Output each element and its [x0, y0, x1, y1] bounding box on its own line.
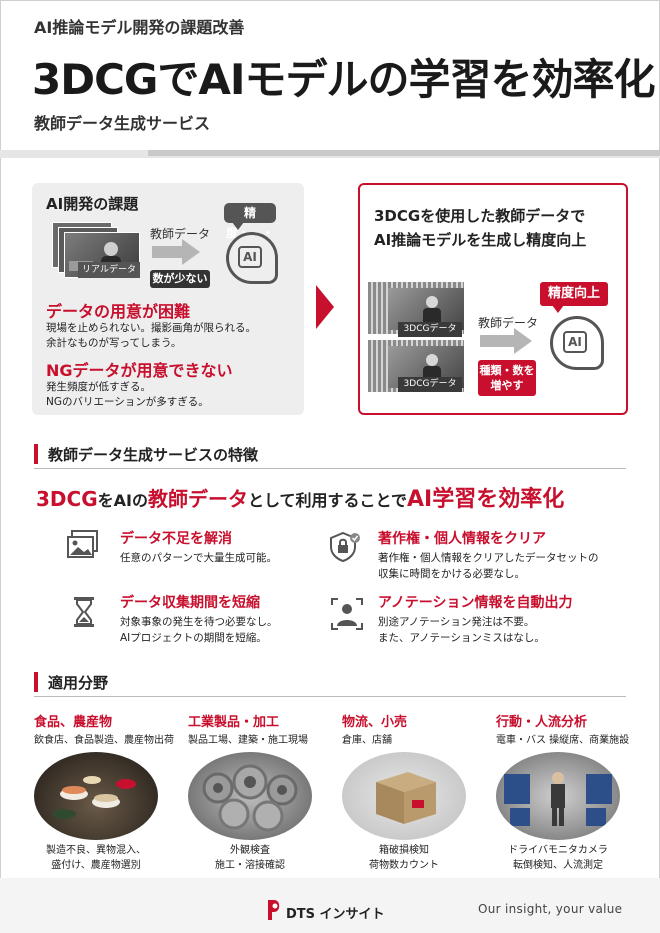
solution-ai-head-icon: [550, 316, 604, 370]
problem2-line2: NGのバリエーションが多すぎる。: [46, 396, 209, 408]
problem1-line2: 余計なものが写ってしまう。: [46, 337, 182, 349]
increase-badge: 種類・数を 増やす: [478, 360, 536, 396]
person-scan-icon: [330, 597, 364, 631]
real-data-label: リアルデータ: [78, 262, 140, 278]
shield-lock-icon: [328, 530, 362, 564]
service-name: 教師データ生成サービス: [34, 114, 211, 133]
solution-arrow-right-icon: [514, 328, 532, 354]
tagline-teacher-data: 教師データ: [147, 487, 248, 511]
bubble-tail: [232, 222, 244, 230]
feature-2-line2: 収集に時間をかける必要なし。: [378, 568, 525, 580]
features-tagline: 3DCGをAIの教師データとして利用することでAI学習を効率化: [36, 481, 564, 513]
feature-3-title: データ収集期間を短縮: [120, 595, 260, 611]
applications-section-marker: [34, 672, 38, 692]
accuracy-up-badge: 精度向上: [540, 282, 608, 306]
big-arrow-right-icon: [316, 285, 334, 329]
few-data-badge: 数が少ない: [150, 270, 210, 288]
app-1-title: 食品、農産物: [34, 715, 113, 730]
applications-section-line: [34, 696, 626, 697]
problem1-title: データの用意が困難: [46, 302, 191, 321]
ai-chip-icon: AI: [238, 246, 262, 268]
app-4-sub: 電車・バス 操縦席、商業施設: [496, 735, 630, 746]
ai-head-icon: [226, 232, 278, 284]
footer: [0, 878, 660, 933]
app-2-title: 工業製品・加工: [188, 715, 280, 730]
feature-1-line1: 任意のパターンで大量生成可能。: [120, 552, 277, 564]
tagline-ai-learning: AI学習を効率化: [407, 487, 565, 512]
app-4-caption-line1: ドライバモニタカメラ: [508, 845, 608, 856]
app-3-caption-line1: 箱破損検知: [379, 845, 429, 856]
cg-label-1: 3DCGデータ: [398, 322, 462, 337]
accuracy-bubble: 精度・・・: [224, 203, 276, 240]
cg-label-2: 3DCGデータ: [398, 377, 462, 392]
increase-badge-line1: 種類・数を: [479, 364, 535, 377]
solution-arrow-shaft: [480, 335, 514, 347]
app-3-sub: 倉庫、店舗: [342, 735, 392, 746]
app-1-caption-line2: 盛付け、農産物選別: [51, 860, 141, 871]
accuracy-badge-tail: [552, 305, 564, 313]
features-section-line: [34, 468, 626, 469]
app-2-caption-line2: 施工・溶接確認: [215, 860, 285, 871]
company-slogan: Our insight, your value: [478, 902, 623, 916]
driver-cg-icon: [423, 296, 441, 326]
solution-ai-chip-icon: AI: [563, 331, 587, 353]
challenge-title: AI開発の課題: [46, 195, 139, 213]
hourglass-icon: [68, 595, 102, 629]
tagline-3dcg: 3DCG: [36, 487, 98, 511]
feature-4-line2: また、アノテーションミスはなし。: [378, 632, 545, 644]
app-1-caption-line1: 製造不良、異物混入、: [46, 845, 146, 856]
feature-3-line1: 対象事象の発生を待つ必要なし。: [120, 616, 278, 628]
feature-4-title: アノテーション情報を自動出力: [378, 595, 573, 611]
features-section-marker: [34, 444, 38, 464]
solution-title-line2: AI推論モデルを生成し精度向上: [374, 231, 587, 249]
arrow-shaft: [152, 246, 182, 258]
bus-interior-icon: [504, 772, 612, 826]
increase-badge-line2: 増やす: [490, 379, 524, 392]
app-2-sub: 製品工場、建築・施工現場: [188, 735, 308, 746]
app-1-sub: 飲食店、食品製造、農産物出荷: [34, 735, 174, 746]
tagline-part-b: をAIの: [97, 491, 148, 510]
tagline-part-d: として利用することで: [247, 491, 408, 510]
solution-teacher-data-label: 教師データ: [478, 316, 539, 330]
cardboard-box-icon: [376, 772, 436, 824]
header-subtitle: AI推論モデル開発の課題改善: [34, 18, 245, 37]
features-section-title: 教師データ生成サービスの特徴: [48, 446, 259, 464]
applications-section-title: 適用分野: [48, 674, 109, 692]
feature-1-title: データ不足を解消: [120, 531, 232, 547]
metal-parts-icon: [202, 764, 298, 832]
image-icon: [66, 528, 100, 562]
app-4-caption-line2: 転倒検知、人流測定: [513, 860, 603, 871]
app-3-caption-line2: 荷物数カウント: [369, 860, 439, 871]
problem1-line1: 現場を止められない。撮影画角が限られる。: [46, 322, 256, 334]
app-3-image: [342, 752, 466, 840]
feature-3-line2: AIプロジェクトの期間を短縮。: [120, 632, 267, 644]
problem2-title: NGデータが用意できない: [46, 361, 233, 380]
feature-2-title: 著作権・個人情報をクリア: [378, 531, 546, 547]
app-2-image: [188, 752, 312, 840]
food-sushi-icon: [52, 776, 136, 819]
app-3-title: 物流、小売: [342, 715, 408, 730]
arrow-right-icon: [182, 239, 200, 265]
teacher-data-label: 教師データ: [150, 227, 211, 241]
solution-title-line1: 3DCGを使用した教師データで: [374, 207, 586, 225]
app-4-title: 行動・人流分析: [496, 715, 588, 730]
app-4-image: [496, 752, 620, 840]
problem2-line1: 発生頻度が低すぎる。: [46, 381, 151, 393]
dts-logo-icon: [266, 898, 282, 922]
company-logo-text: DTS インサイト: [286, 907, 385, 922]
app-2-caption-line1: 外観検査: [230, 845, 270, 856]
feature-2-line1: 著作権・個人情報をクリアしたデータセットの: [378, 552, 599, 564]
header-divider-accent: [148, 150, 660, 156]
page-title: 3DCGでAIモデルの学習を効率化: [32, 55, 656, 104]
feature-4-line1: 別途アノテーション発注は不要。: [378, 616, 535, 628]
app-1-image: [34, 752, 158, 840]
